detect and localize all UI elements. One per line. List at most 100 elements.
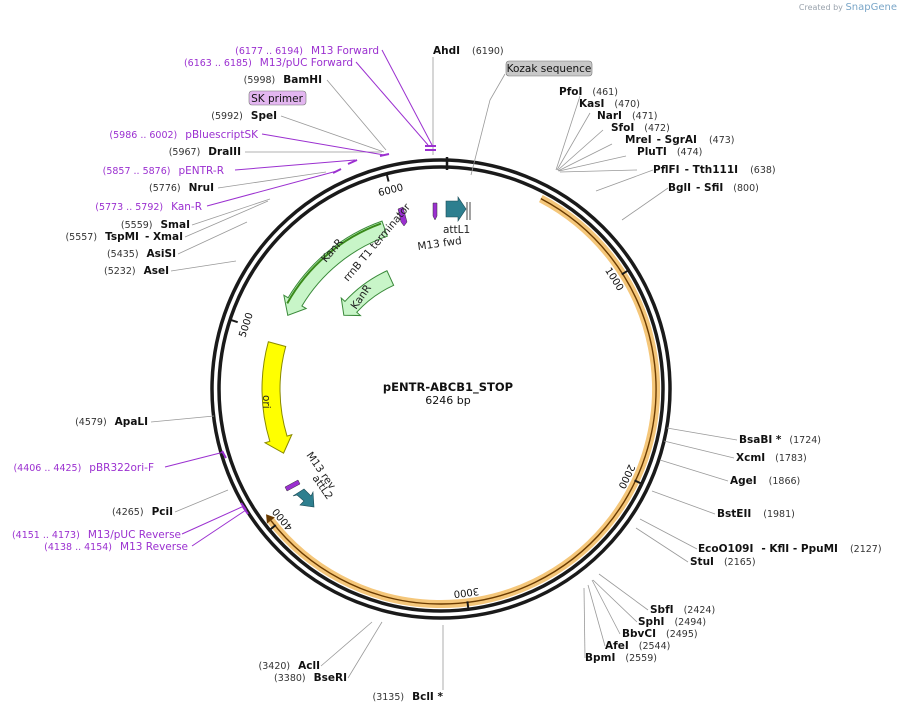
abcb1-orf-highlight [266,195,660,608]
enzyme-bcli[interactable]: (3135)BclI * [373,691,444,703]
leader-bseri [347,621,383,679]
primer-m13puc-forward[interactable]: (6163 .. 6185)M13/pUC Forward [184,57,353,69]
primer-pentr-r[interactable]: (5857 .. 5876)pENTR-R [103,165,224,177]
kozak-badge-bg [505,60,593,77]
attl2-glyphs [284,479,315,508]
sk-primer-badge-label: SK primer [251,93,303,105]
enzyme-apali[interactable]: (4579)ApaLI [75,416,148,428]
features [261,220,395,454]
ori-feature[interactable] [261,341,293,454]
leader-bpmi [583,587,586,659]
label-m13fwd: M13 fwd [417,235,463,253]
bp-tick-label: 5000 [238,311,256,339]
primer-pbr322ori-f[interactable]: (4406 .. 4425)pBR322ori-F [13,462,154,474]
leader-pcii [174,489,229,513]
leader-nari [557,129,604,171]
enzyme-bsabi[interactable]: BsaBI *(1724) [739,434,821,446]
leader-m13puc-reverse [181,505,245,535]
kanr-orf-line [286,222,382,304]
bp-tick-5000 [229,318,238,324]
leader-bamhi [326,79,387,151]
enzyme-stui[interactable]: StuI(2165) [690,556,756,568]
orf-line [270,197,657,605]
enzyme-bgli[interactable]: BglI- SfiI(800) [668,182,759,194]
leader-asisi [177,221,248,255]
enzyme-sphi[interactable]: SphI(2494) [638,616,706,628]
enzyme-bsteii[interactable]: BstEII(1981) [717,508,795,520]
enzyme-pluti[interactable]: PluTI(474) [637,146,702,158]
primer-kan-r[interactable]: (5773 .. 5792)Kan-R [95,201,202,213]
primer-mark-pbluescriptsk [379,153,390,157]
leader-bbvci [591,579,621,635]
kozak-badge-label: Kozak sequence [507,63,592,75]
leader-kan-r [206,170,338,207]
enzyme-mrei[interactable]: MreI- SgrAI(473) [625,134,735,146]
leader-mrei [558,155,627,172]
leader-pentr-r [234,159,356,171]
enzyme-bseri[interactable]: (3380)BseRI [274,672,347,684]
leader-pfoi [555,95,581,171]
snapgene-brand: Created by SnapGene [799,2,897,13]
backbone-outer-ring [210,158,672,620]
bp-tick-6000 [385,173,390,182]
enzyme-sfoi[interactable]: SfoI(472) [611,122,670,134]
enzyme-bamhi[interactable]: (5998)BamHI [244,74,322,86]
enzyme-spei[interactable]: (5992)SpeI [211,110,277,122]
label-attl1: attL1 [443,224,470,236]
rrnb-arrow [397,206,408,227]
enzyme-kasi[interactable]: KasI(470) [579,98,640,110]
enzyme-xcmi[interactable]: XcmI(1783) [736,452,807,464]
enzyme-agei[interactable]: AgeI(1866) [730,475,800,487]
leader-pluti [559,169,638,173]
sk-primer-badge-bg [248,90,307,106]
leader-spei [280,115,385,153]
enzyme-bbvci[interactable]: BbvCI(2495) [622,628,698,640]
attl1-arrow [445,196,467,222]
leader-ecoo109i [639,518,698,550]
enzyme-sbfi[interactable]: SbfI(2424) [650,604,715,616]
enzyme-tspmi[interactable]: (5557)TspMI- XmaI [65,231,183,243]
leader-m13-reverse [191,509,247,547]
orf-arrowhead [266,514,275,524]
enzyme-afei[interactable]: AfeI(2544) [605,640,670,652]
enzyme-asei[interactable]: (5232)AseI [104,265,169,277]
leader-apali [150,415,215,423]
bp-tick-4000 [268,524,277,531]
primer-leader-lines [164,49,433,547]
leader-afei [587,584,606,647]
enzyme-bpmi[interactable]: BpmI(2559) [585,652,657,664]
enzyme-pcii[interactable]: (4265)PciI [112,506,173,518]
enzyme-acli[interactable]: (3420)AclI [259,660,320,672]
bp-tick-1000 [621,269,630,276]
enzyme-ecoo109i[interactable]: EcoO109I- KflI - PpuMI(2127) [698,543,882,555]
leader-smai [191,198,271,226]
leader-bgli [621,187,669,221]
snapgene-logo: SnapGene [845,2,897,13]
m13-rev-arrow [284,479,301,492]
leader-bsabi [666,427,738,441]
kanr-inner-feature[interactable] [340,270,395,317]
leader-pbr322ori-f [164,451,225,468]
enzyme-nrui[interactable]: (5776)NruI [149,182,214,194]
enzyme-asisi[interactable]: (5435)AsiSI [107,248,176,260]
bp-tick-2000 [634,479,643,485]
enzyme-leader-lines [150,57,738,690]
m13-fwd-arrow [432,202,438,221]
enzyme-ahdi[interactable]: AhdI(6190) [433,45,504,57]
leader-stui [635,527,689,563]
enzyme-draiii[interactable]: (5967)DraIII [169,146,241,158]
kanr-outer-feature[interactable] [283,220,388,317]
enzyme-nari[interactable]: NarI(471) [597,110,658,122]
leader-xcmi [663,440,735,459]
enzyme-pflfi[interactable]: PflFI- Tth111I(638) [653,164,776,176]
primer-m13-reverse[interactable]: (4138 .. 4154)M13 Reverse [44,541,188,553]
primer-m13puc-reverse[interactable]: (4151 .. 4173)M13/pUC Reverse [12,529,181,541]
leader-agei [659,459,729,482]
enzyme-pfoi[interactable]: PfoI(461) [559,86,618,98]
enzyme-smai[interactable]: (5559)SmaI [121,219,190,231]
primer-pbluescriptsk[interactable]: (5986 .. 6002)pBluescriptSK [109,129,259,141]
primer-m13-forward[interactable]: (6177 .. 6194)M13 Forward [235,45,379,57]
primer-mark-pentr-r [347,159,358,165]
plasmid-name: pENTR-ABCB1_STOP [383,380,513,395]
attl1-glyphs [397,196,471,227]
